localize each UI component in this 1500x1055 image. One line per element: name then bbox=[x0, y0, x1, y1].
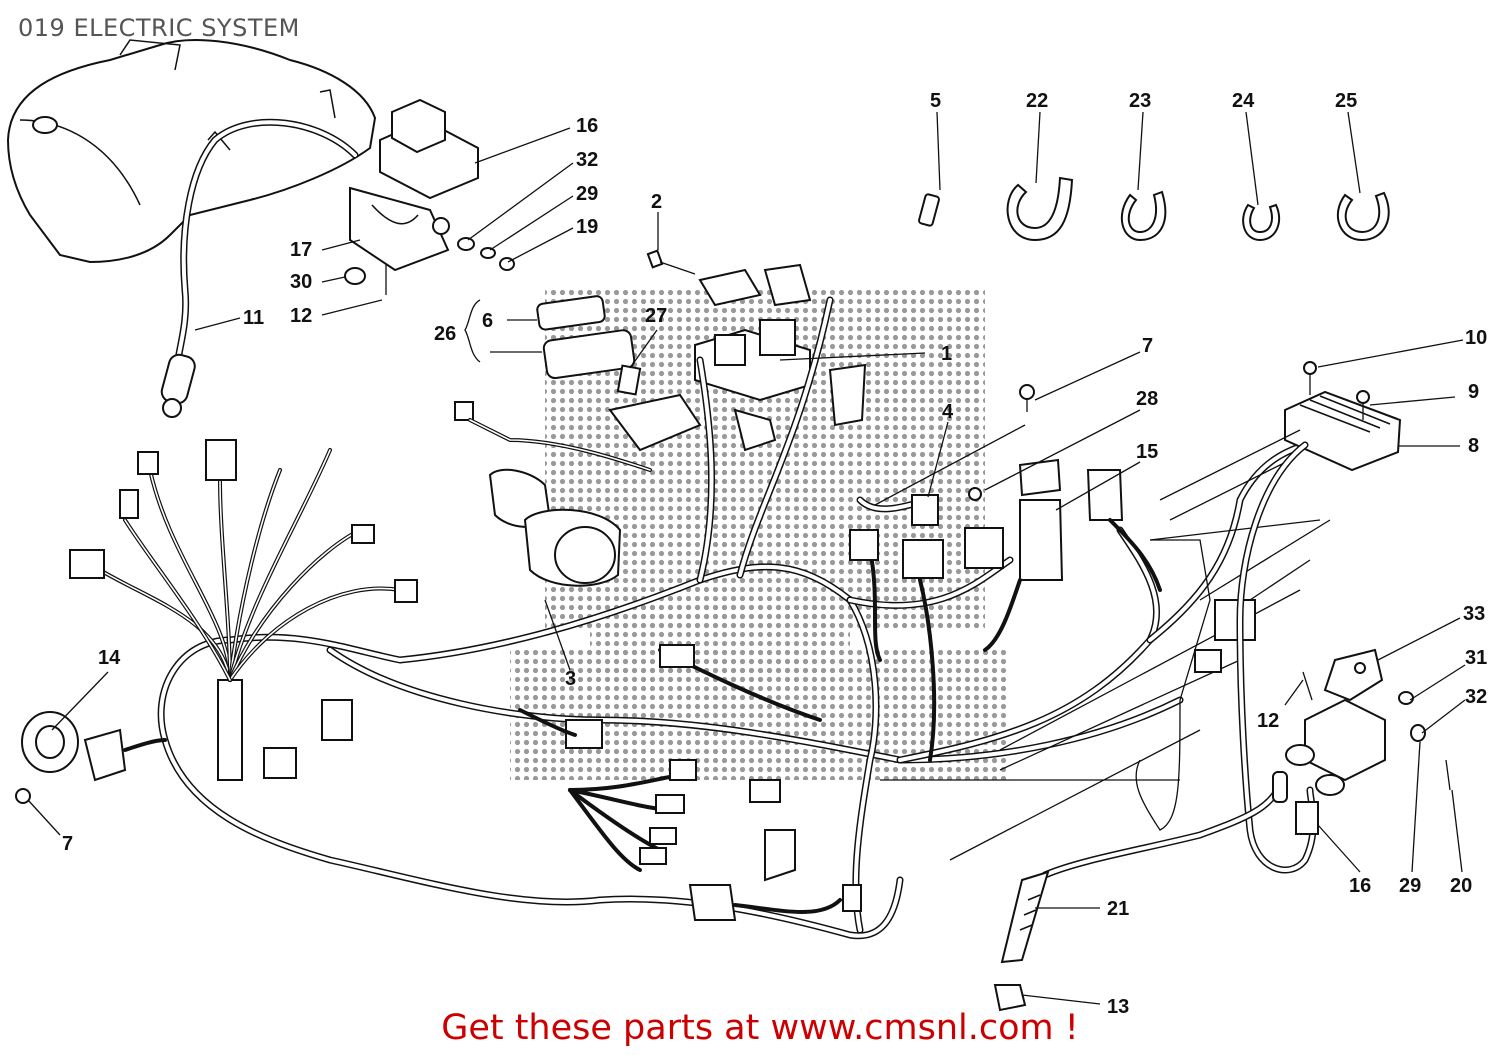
fuse-box-1 bbox=[694, 263, 867, 427]
callout-6: 6 bbox=[482, 310, 493, 332]
relay-bracket bbox=[608, 393, 777, 452]
ht-lead-11 bbox=[160, 118, 359, 418]
callout-15: 15 bbox=[1136, 441, 1158, 463]
callout-22: 22 bbox=[1026, 90, 1048, 112]
lower-connectors bbox=[518, 644, 862, 921]
regulator-8 bbox=[1284, 361, 1402, 472]
promo-text[interactable]: Get these parts at www.cmsnl.com ! bbox=[441, 1008, 1079, 1048]
clip-24 bbox=[1242, 203, 1281, 242]
ignition-coil-16 bbox=[349, 98, 479, 272]
callout-12-right: 12 bbox=[1257, 710, 1279, 732]
callout-33: 33 bbox=[1463, 603, 1485, 625]
fuse-holder-26 bbox=[536, 295, 642, 396]
callout-12-top: 12 bbox=[290, 305, 312, 327]
leader-lines bbox=[27, 111, 1466, 1005]
starter-relay bbox=[454, 401, 652, 587]
callout-16-right: 16 bbox=[1349, 875, 1371, 897]
callout-11: 11 bbox=[243, 307, 264, 329]
frame-outline bbox=[880, 429, 1331, 861]
callout-1: 1 bbox=[941, 343, 952, 365]
callout-10: 10 bbox=[1465, 327, 1487, 349]
callout-21: 21 bbox=[1107, 898, 1129, 920]
fuse-5 bbox=[918, 193, 940, 227]
horn-14 bbox=[15, 711, 167, 804]
washers-32-29-19 bbox=[457, 237, 515, 271]
rear-coil-16 bbox=[1236, 441, 1451, 874]
callout-16-top: 16 bbox=[576, 115, 598, 137]
callout-32-top: 32 bbox=[576, 149, 598, 171]
page-title: 019 ELECTRIC SYSTEM bbox=[18, 14, 300, 42]
callout-24: 24 bbox=[1232, 90, 1255, 112]
callout-9: 9 bbox=[1468, 381, 1479, 403]
center-connectors bbox=[849, 384, 1162, 762]
ht-lead-21 bbox=[993, 771, 1288, 1012]
callout-3: 3 bbox=[565, 668, 576, 690]
nut-30 bbox=[344, 267, 366, 285]
clamp-22 bbox=[1006, 176, 1074, 242]
callout-29-top: 29 bbox=[576, 183, 598, 205]
callout-32-right: 32 bbox=[1465, 686, 1487, 708]
callout-17: 17 bbox=[290, 239, 312, 261]
main-harness bbox=[157, 296, 1309, 940]
callout-23: 23 bbox=[1129, 90, 1151, 112]
callout-14: 14 bbox=[98, 647, 121, 669]
callout-7-top: 7 bbox=[1142, 335, 1153, 357]
callout-30: 30 bbox=[290, 271, 312, 293]
callout-19: 19 bbox=[576, 216, 598, 238]
callout-8: 8 bbox=[1468, 435, 1479, 457]
callout-25: 25 bbox=[1335, 90, 1357, 112]
callout-26: 26 bbox=[434, 323, 456, 345]
callout-labels: 5 22 23 24 25 16 32 29 19 17 30 12 11 2 … bbox=[62, 90, 1487, 1018]
clip-23 bbox=[1120, 190, 1167, 242]
callout-13: 13 bbox=[1107, 996, 1129, 1018]
callout-27: 27 bbox=[645, 305, 667, 327]
callout-5: 5 bbox=[930, 90, 941, 112]
clip-25 bbox=[1336, 191, 1390, 242]
callout-28: 28 bbox=[1136, 388, 1158, 410]
callout-7-left: 7 bbox=[62, 833, 73, 855]
callout-4: 4 bbox=[942, 401, 954, 423]
promo-link[interactable]: Get these parts at www.cmsnl.com ! bbox=[0, 1008, 1500, 1048]
callout-20: 20 bbox=[1450, 875, 1472, 897]
airbox-cover bbox=[6, 39, 377, 264]
callout-2: 2 bbox=[651, 191, 662, 213]
callout-29-right: 29 bbox=[1399, 875, 1421, 897]
callout-31: 31 bbox=[1465, 647, 1487, 669]
harness-bundle bbox=[69, 439, 418, 781]
bolt-2 bbox=[646, 249, 696, 275]
